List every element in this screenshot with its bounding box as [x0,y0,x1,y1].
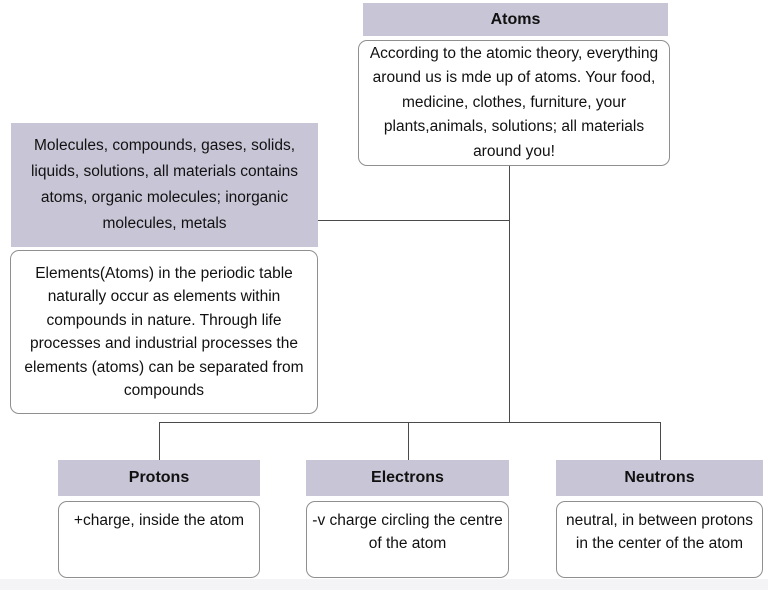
neutrons-header: Neutrons [556,460,763,496]
atoms-header: Atoms [363,3,668,36]
connector-materials-branch [318,220,510,221]
connector-drop-electrons [408,422,409,460]
elements-note-box: Elements(Atoms) in the periodic table na… [10,250,318,414]
connector-drop-protons [159,422,160,460]
electrons-header: Electrons [306,460,509,496]
connector-particles-horizontal [159,422,661,423]
connector-atoms-vertical [509,166,510,422]
neutrons-description-text: neutral, in between protons in the cente… [566,512,753,552]
atoms-title: Atoms [490,10,541,28]
page-bottom-strip [0,579,768,590]
electrons-description-text: -v charge circling the centre of the ato… [312,512,503,552]
protons-title: Protons [128,469,190,486]
protons-header: Protons [58,460,260,496]
electrons-title: Electrons [371,469,444,486]
materials-note-text: Molecules, compounds, gases, solids, liq… [30,137,299,232]
neutrons-title: Neutrons [624,469,695,486]
electrons-description-box: -v charge circling the centre of the ato… [306,501,509,578]
atoms-description-box: According to the atomic theory, everythi… [358,40,670,166]
atoms-description-text: According to the atomic theory, everythi… [369,44,659,160]
neutrons-description-box: neutral, in between protons in the cente… [556,501,763,578]
protons-description-box: +charge, inside the atom [58,501,260,578]
elements-note-text: Elements(Atoms) in the periodic table na… [24,264,304,400]
protons-description-text: +charge, inside the atom [73,512,245,529]
materials-note-box: Molecules, compounds, gases, solids, liq… [11,123,318,247]
connector-drop-neutrons [660,422,661,460]
